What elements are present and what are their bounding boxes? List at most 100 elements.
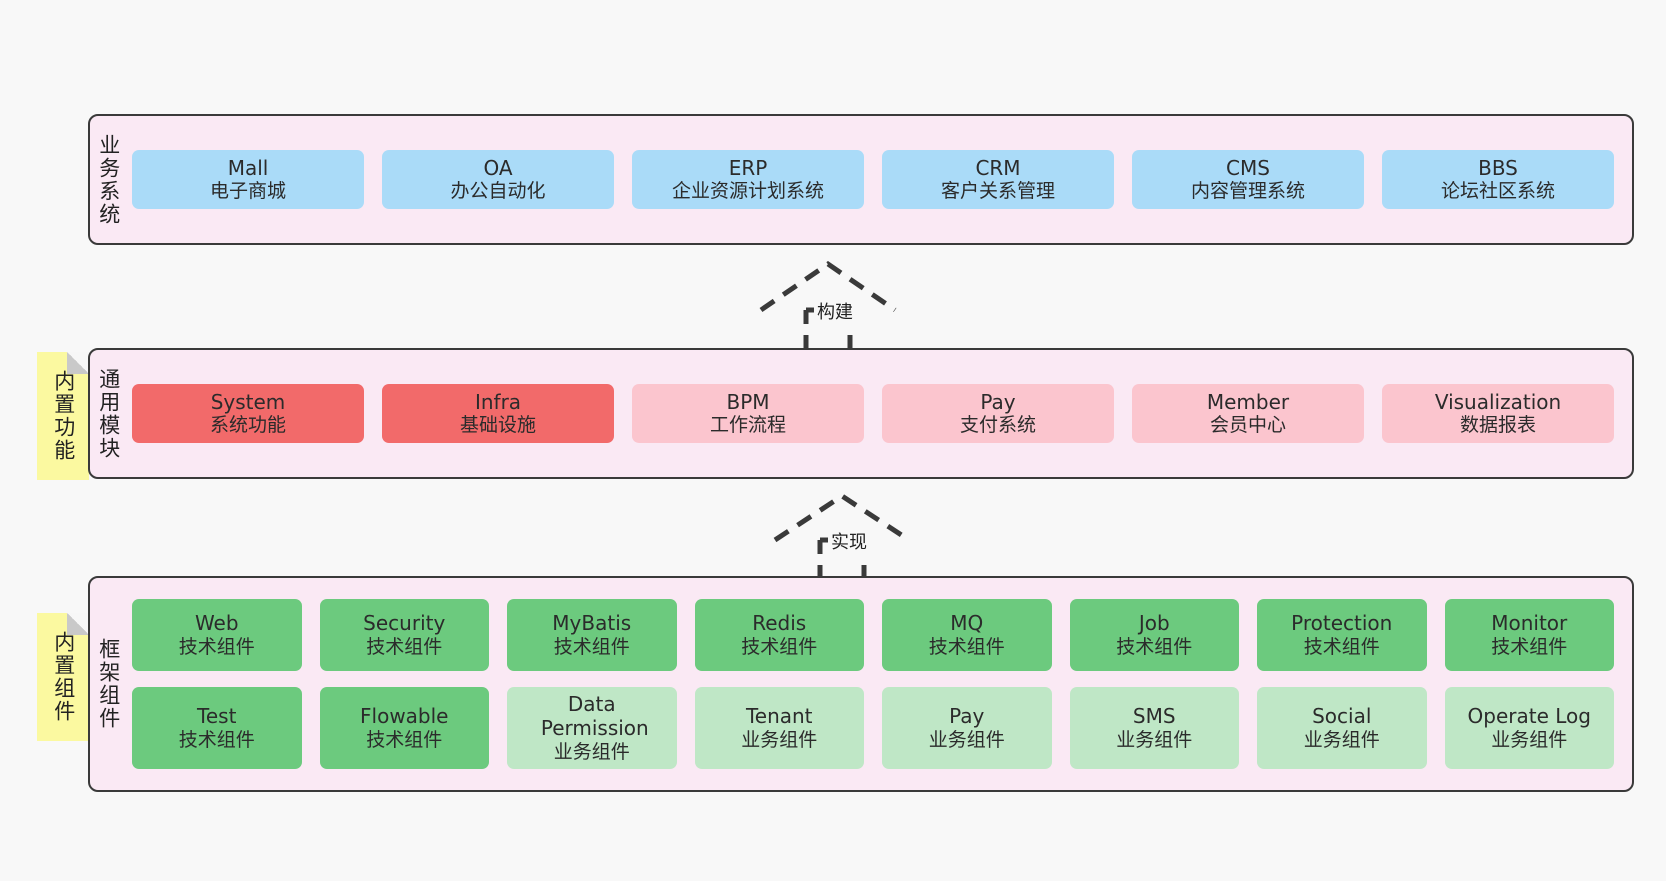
component-flowable[interactable]: Flowable 技术组件 — [319, 687, 489, 769]
note-builtin-components: 内置组件 — [37, 613, 89, 741]
component-subtitle: 业务组件 — [1491, 728, 1568, 751]
component-title: Data Permission — [540, 692, 649, 741]
connector-label-implement: 实现 — [828, 528, 870, 554]
module-subtitle: 客户关系管理 — [940, 180, 1055, 203]
component-subtitle: 业务组件 — [1116, 728, 1193, 751]
component-subtitle: 业务组件 — [1303, 728, 1380, 751]
module-erp[interactable]: ERP 企业资源计划系统 — [632, 149, 864, 210]
component-title: Monitor — [1491, 611, 1568, 636]
module-visualization[interactable]: Visualization 数据报表 — [1382, 383, 1614, 444]
module-subtitle: 工作流程 — [709, 414, 786, 437]
module-cms[interactable]: CMS 内容管理系统 — [1132, 149, 1364, 210]
component-subtitle: 业务组件 — [741, 728, 818, 751]
component-data-permission[interactable]: Data Permission 业务组件 — [507, 687, 677, 769]
module-mall[interactable]: Mall 电子商城 — [132, 149, 364, 210]
component-title: SMS — [1132, 704, 1176, 729]
connector-implement: 实现 — [772, 492, 912, 580]
module-bbs[interactable]: BBS 论坛社区系统 — [1382, 149, 1614, 210]
module-subtitle: 系统功能 — [209, 414, 286, 437]
note-label: 内置功能 — [51, 370, 76, 462]
module-title: CMS — [1226, 155, 1270, 180]
component-title: Tenant — [745, 704, 813, 729]
connector-label-build: 构建 — [814, 298, 856, 324]
layer-title-business-systems: 业务系统 — [96, 133, 121, 226]
component-subtitle: 技术组件 — [741, 635, 818, 658]
module-subtitle: 电子商城 — [209, 180, 286, 203]
layer-row: Mall 电子商城 OA 办公自动化 ERP 企业资源计划系统 CRM 客户关系… — [132, 149, 1614, 210]
component-title: Flowable — [360, 704, 449, 729]
module-title: ERP — [728, 155, 768, 180]
layer-title-framework-components: 框架组件 — [96, 638, 121, 730]
component-title: Web — [194, 611, 239, 636]
layer-body-business-systems: Mall 电子商城 OA 办公自动化 ERP 企业资源计划系统 CRM 客户关系… — [126, 116, 1632, 243]
component-subtitle: 业务组件 — [553, 740, 630, 763]
module-subtitle: 基础设施 — [459, 414, 536, 437]
module-system[interactable]: System 系统功能 — [132, 383, 364, 444]
layer-title-common-modules: 通用模块 — [96, 367, 121, 460]
module-title: BPM — [726, 389, 770, 414]
component-subtitle: 技术组件 — [928, 635, 1005, 658]
component-mybatis[interactable]: MyBatis 技术组件 — [507, 599, 677, 671]
module-title: OA — [483, 155, 513, 180]
component-subtitle: 业务组件 — [928, 728, 1005, 751]
module-subtitle: 论坛社区系统 — [1440, 180, 1555, 203]
module-subtitle: 办公自动化 — [450, 180, 546, 203]
note-builtin-features: 内置功能 — [37, 352, 89, 480]
layer-row: Test 技术组件 Flowable 技术组件 Data Permission … — [132, 687, 1614, 769]
component-social[interactable]: Social 业务组件 — [1257, 687, 1427, 769]
layer-common-modules: 通用模块 System 系统功能 Infra 基础设施 BPM 工作流程 Pay… — [88, 348, 1634, 479]
component-redis[interactable]: Redis 技术组件 — [694, 599, 864, 671]
component-subtitle: 技术组件 — [178, 728, 255, 751]
arrow-head-triangle — [759, 260, 897, 313]
module-crm[interactable]: CRM 客户关系管理 — [882, 149, 1114, 210]
component-title: Pay — [949, 704, 985, 729]
component-security[interactable]: Security 技术组件 — [319, 599, 489, 671]
module-subtitle: 企业资源计划系统 — [671, 180, 824, 203]
module-subtitle: 会员中心 — [1209, 414, 1286, 437]
component-subtitle: 技术组件 — [366, 728, 443, 751]
component-tenant[interactable]: Tenant 业务组件 — [694, 687, 864, 769]
component-web[interactable]: Web 技术组件 — [132, 599, 302, 671]
component-subtitle: 技术组件 — [1303, 635, 1380, 658]
module-title: Member — [1206, 389, 1290, 414]
component-mq[interactable]: MQ 技术组件 — [882, 599, 1052, 671]
module-title: CRM — [975, 155, 1021, 180]
layer-business-systems: 业务系统 Mall 电子商城 OA 办公自动化 ERP 企业资源计划系统 CRM… — [88, 114, 1634, 245]
component-title: Job — [1138, 611, 1170, 636]
module-subtitle: 数据报表 — [1459, 414, 1536, 437]
component-title: Operate Log — [1467, 704, 1591, 729]
component-title: MyBatis — [552, 611, 632, 636]
component-title: Protection — [1291, 611, 1393, 636]
layer-framework-components: 框架组件 Web 技术组件 Security 技术组件 MyBatis 技术组件… — [88, 576, 1634, 792]
component-monitor[interactable]: Monitor 技术组件 — [1444, 599, 1614, 671]
component-title: Social — [1312, 704, 1372, 729]
component-title: Security — [363, 611, 446, 636]
module-title: BBS — [1478, 155, 1518, 180]
connector-build: 构建 — [758, 258, 898, 350]
module-infra[interactable]: Infra 基础设施 — [382, 383, 614, 444]
component-title: Redis — [752, 611, 807, 636]
component-title: MQ — [950, 611, 984, 636]
component-protection[interactable]: Protection 技术组件 — [1257, 599, 1427, 671]
module-oa[interactable]: OA 办公自动化 — [382, 149, 614, 210]
module-title: Visualization — [1434, 389, 1562, 414]
layer-body-common-modules: System 系统功能 Infra 基础设施 BPM 工作流程 Pay 支付系统… — [126, 350, 1632, 477]
module-title: Infra — [474, 389, 522, 414]
module-title: Pay — [980, 389, 1016, 414]
module-member[interactable]: Member 会员中心 — [1132, 383, 1364, 444]
component-job[interactable]: Job 技术组件 — [1069, 599, 1239, 671]
component-sms[interactable]: SMS 业务组件 — [1069, 687, 1239, 769]
module-subtitle: 内容管理系统 — [1190, 180, 1305, 203]
component-subtitle: 技术组件 — [553, 635, 630, 658]
component-test[interactable]: Test 技术组件 — [132, 687, 302, 769]
component-operate-log[interactable]: Operate Log 业务组件 — [1444, 687, 1614, 769]
layer-row: Web 技术组件 Security 技术组件 MyBatis 技术组件 Redi… — [132, 599, 1614, 671]
component-pay[interactable]: Pay 业务组件 — [882, 687, 1052, 769]
module-bpm[interactable]: BPM 工作流程 — [632, 383, 864, 444]
layer-row: System 系统功能 Infra 基础设施 BPM 工作流程 Pay 支付系统… — [132, 383, 1614, 444]
module-subtitle: 支付系统 — [959, 414, 1036, 437]
module-pay[interactable]: Pay 支付系统 — [882, 383, 1114, 444]
component-subtitle: 技术组件 — [1116, 635, 1193, 658]
component-subtitle: 技术组件 — [1491, 635, 1568, 658]
